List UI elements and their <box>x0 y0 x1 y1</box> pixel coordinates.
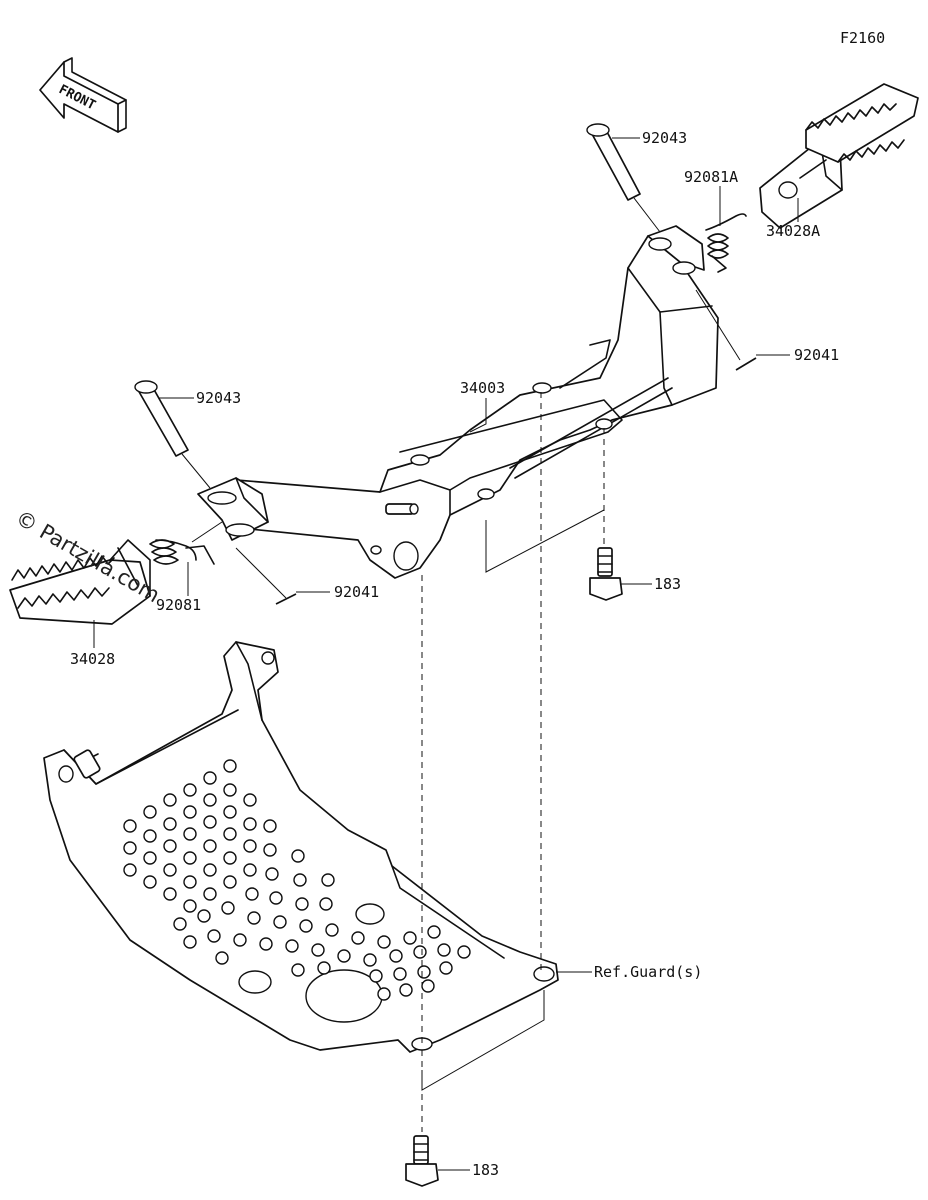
cotter-left-guideline <box>235 547 287 599</box>
guard-perforations <box>123 759 471 1001</box>
cotter-right-guideline <box>695 289 741 361</box>
spring-92081-left <box>149 539 215 565</box>
connector-upper <box>485 509 605 573</box>
pin-92043-left <box>134 380 189 457</box>
callout-ref-guard: Ref.Guard(s) <box>594 963 702 981</box>
front-arrow-icon: FRONT <box>39 57 127 133</box>
callout-34028a: 34028A <box>766 222 820 240</box>
pin-right-guideline <box>633 197 661 233</box>
footpeg-bracket-34003 <box>197 225 719 579</box>
footpeg-34028-left <box>9 539 151 625</box>
callout-92041-left: 92041 <box>334 583 379 601</box>
skid-guard-reference <box>43 641 559 1053</box>
cotter-pin-92041-left <box>275 593 297 605</box>
callout-92041-right: 92041 <box>794 346 839 364</box>
pin-left-guideline <box>181 453 211 489</box>
callout-92081a: 92081A <box>684 168 738 186</box>
callout-34003: 34003 <box>460 379 505 397</box>
cotter-pin-92041-right <box>735 357 757 371</box>
callout-92081: 92081 <box>156 596 201 614</box>
callout-34028: 34028 <box>70 650 115 668</box>
callout-92043-right: 92043 <box>642 129 687 147</box>
callout-183-lower: 183 <box>472 1161 499 1179</box>
diagram-code: F2160 <box>840 29 885 47</box>
connector-lower <box>421 990 545 1091</box>
bolt-183-lower <box>405 1135 439 1187</box>
bolt-183-upper <box>589 547 623 601</box>
leader-bracket <box>469 398 487 433</box>
spring-92081a-right <box>705 213 747 273</box>
callout-183-upper: 183 <box>654 575 681 593</box>
callout-92043-left: 92043 <box>196 389 241 407</box>
footpeg-34028a-right <box>759 83 919 229</box>
spring-left-guideline <box>191 521 223 543</box>
pin-92043-right <box>586 123 641 201</box>
